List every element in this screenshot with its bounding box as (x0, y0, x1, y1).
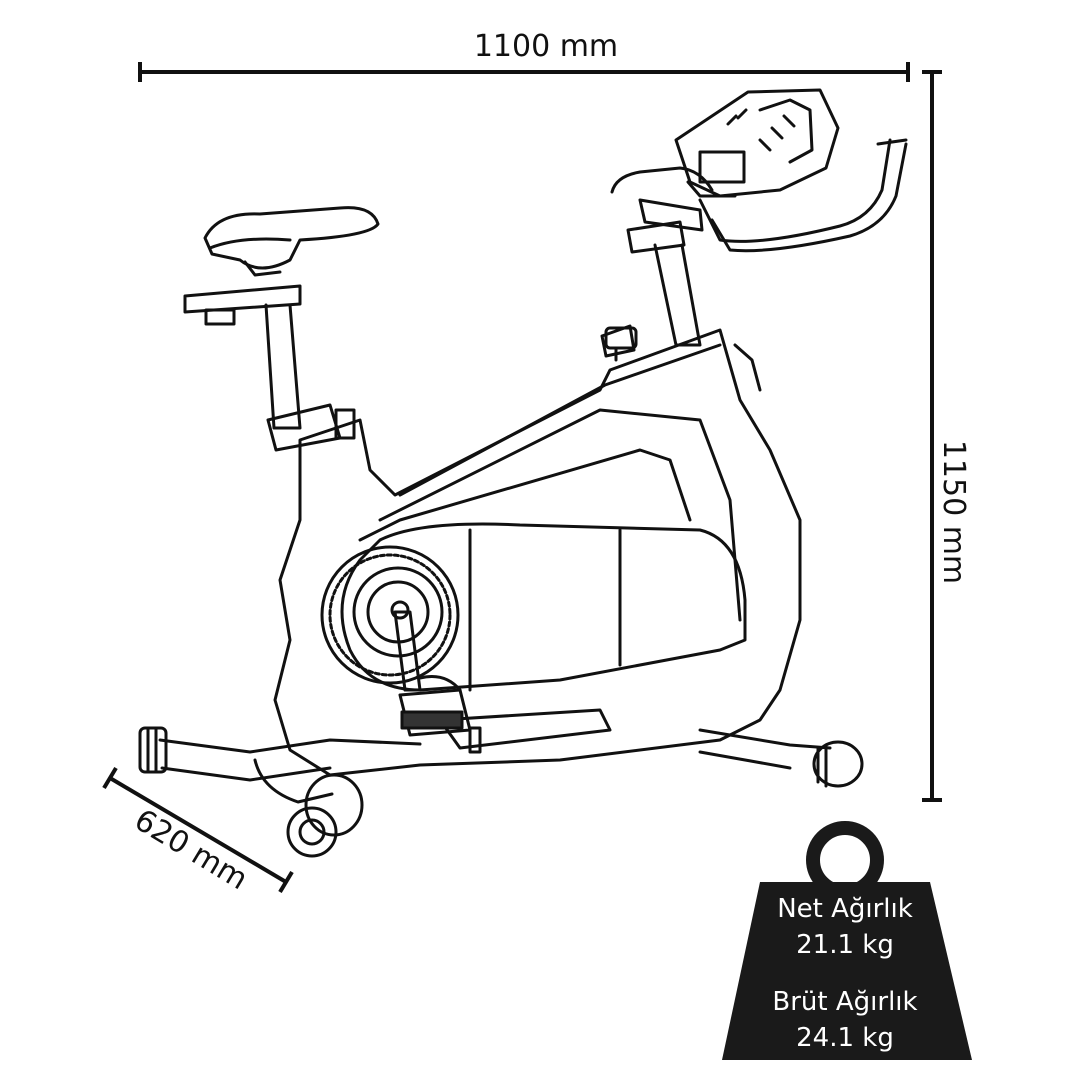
gross-weight-value: 24.1 kg (796, 1023, 894, 1053)
main-frame (273, 328, 802, 777)
seat-post (264, 303, 356, 452)
height-label: 1150 mm (936, 440, 971, 584)
handlebars (610, 138, 908, 253)
saddle (183, 206, 380, 326)
net-weight-label: Net Ağırlık (777, 894, 913, 924)
depth-dimension: 620 mm (102, 766, 294, 897)
adjust-knobs (604, 326, 638, 362)
width-dimension: 1100 mm (138, 29, 910, 82)
width-label: 1100 mm (474, 29, 618, 64)
crank-assembly (320, 545, 460, 692)
pedal (398, 675, 482, 754)
exercise-bike-drawing (138, 88, 908, 858)
weight-badge: Net Ağırlık 21.1 kg Brüt Ağırlık 24.1 kg (722, 821, 972, 1060)
net-weight-value: 21.1 kg (796, 930, 894, 960)
height-dimension: 1150 mm (922, 70, 971, 802)
console-holder (674, 88, 840, 198)
front-base (138, 726, 422, 782)
gross-weight-label: Brüt Ağırlık (772, 987, 917, 1017)
weight-body (722, 882, 972, 1060)
